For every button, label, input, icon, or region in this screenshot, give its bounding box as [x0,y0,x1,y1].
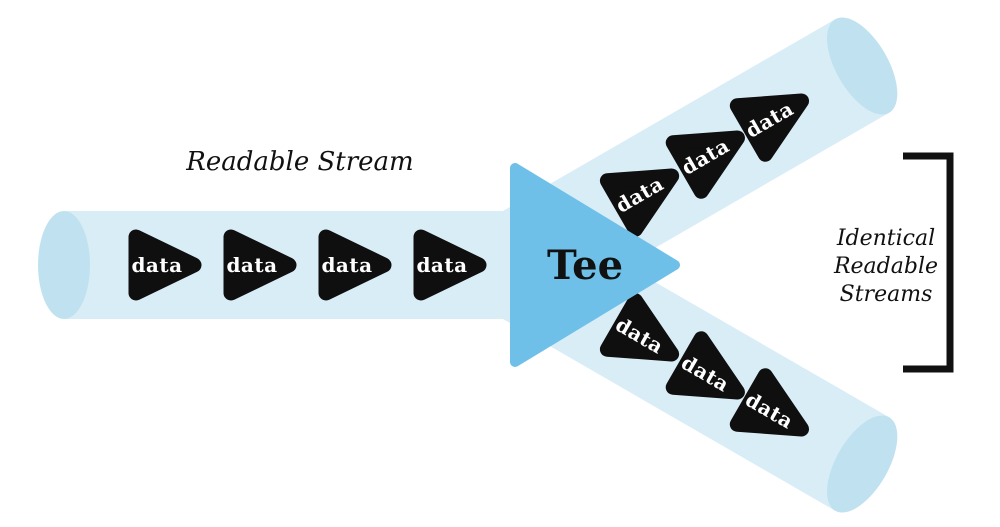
identical-streams-label-line1: Identical [836,226,935,251]
identical-streams-bracket [903,152,954,373]
tee-triangle [510,163,680,367]
identical-streams-label-line3: Streams [840,282,933,307]
readable-stream-label: Readable Stream [185,147,413,177]
input-tube-end-cap [38,211,90,319]
output-tube-top-end-cap [827,17,898,115]
identical-streams-label: Identical Readable Streams [833,226,938,307]
tee-label: Tee [547,242,623,289]
output-tube-bottom-end-cap [827,415,898,513]
identical-streams-label-line2: Readable [833,254,938,279]
tee-junction: Tee [510,163,680,367]
